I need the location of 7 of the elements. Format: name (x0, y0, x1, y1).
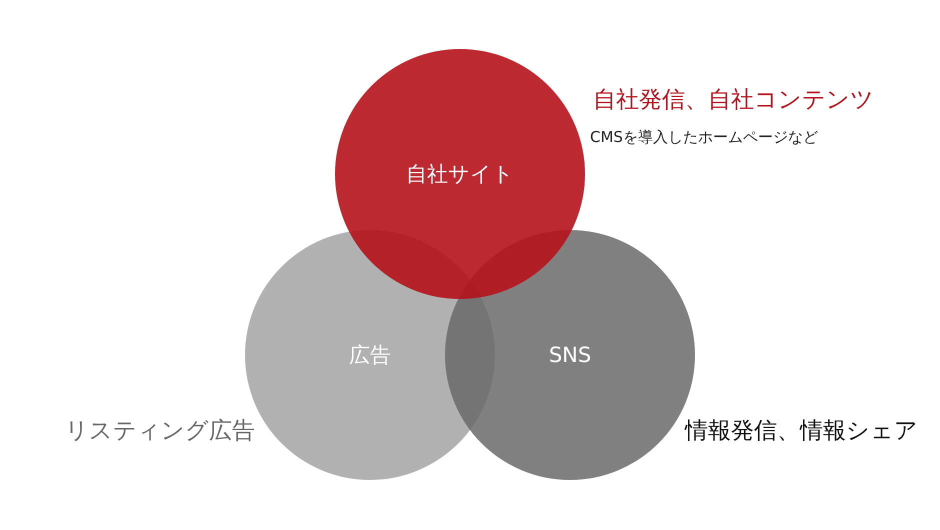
circle-label: SNS (548, 342, 592, 369)
heading: リスティング広告 (65, 417, 255, 446)
circle-label: 広告 (348, 342, 392, 369)
heading: 自社発信、自社コンテンツ (593, 86, 874, 115)
circle-label: 自社サイト (405, 161, 515, 188)
description: CMSを導入したホームページなど (590, 127, 818, 148)
heading: 情報発信、情報シェア (685, 417, 918, 446)
